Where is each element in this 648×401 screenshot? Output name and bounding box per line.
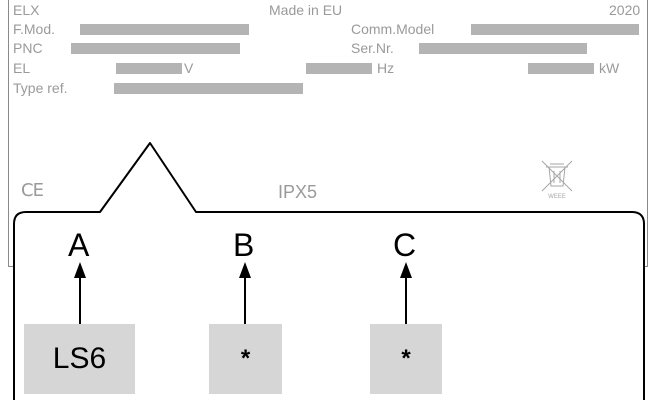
pnc-label: PNC [13, 40, 43, 56]
arrow-a-icon [74, 262, 86, 324]
ip-rating: IPX5 [278, 182, 318, 202]
power-unit: kW [599, 60, 620, 76]
fmod-value-bar [80, 24, 249, 35]
weee-bin-icon: WEEE [541, 160, 573, 200]
power-value-bar [528, 63, 594, 74]
arrow-b-icon [239, 262, 251, 324]
value-box-c: * [370, 324, 442, 394]
type-ref-value-bar [114, 83, 303, 94]
value-box-b: * [209, 324, 282, 394]
ce-mark: CE [21, 180, 44, 201]
rating-plate: ELX Made in EU 2020 F.Mod. Comm.Model PN… [8, 0, 648, 267]
voltage-unit: V [184, 60, 194, 76]
el-label: EL [13, 60, 31, 76]
frequency-value-bar [306, 63, 372, 74]
comm-model-label: Comm.Model [351, 21, 435, 37]
ser-nr-label: Ser.Nr. [351, 40, 394, 56]
callout-label-b: B [233, 227, 255, 263]
callout-label-c: C [393, 227, 417, 263]
origin-text: Made in EU [269, 2, 343, 18]
pnc-value-bar [71, 43, 240, 54]
callout-label-a: A [68, 227, 90, 263]
arrow-c-icon [400, 262, 412, 324]
type-ref-label: Type ref. [13, 80, 68, 96]
voltage-value-bar [116, 63, 182, 74]
frequency-unit: Hz [377, 60, 395, 76]
brand-text: ELX [13, 2, 40, 18]
weee-label: WEEE [548, 194, 566, 200]
value-box-a: LS6 [24, 324, 135, 394]
year-text: 2020 [609, 2, 641, 18]
fmod-label: F.Mod. [13, 21, 56, 37]
comm-model-value-bar [471, 24, 639, 35]
ser-nr-value-bar [419, 43, 587, 54]
